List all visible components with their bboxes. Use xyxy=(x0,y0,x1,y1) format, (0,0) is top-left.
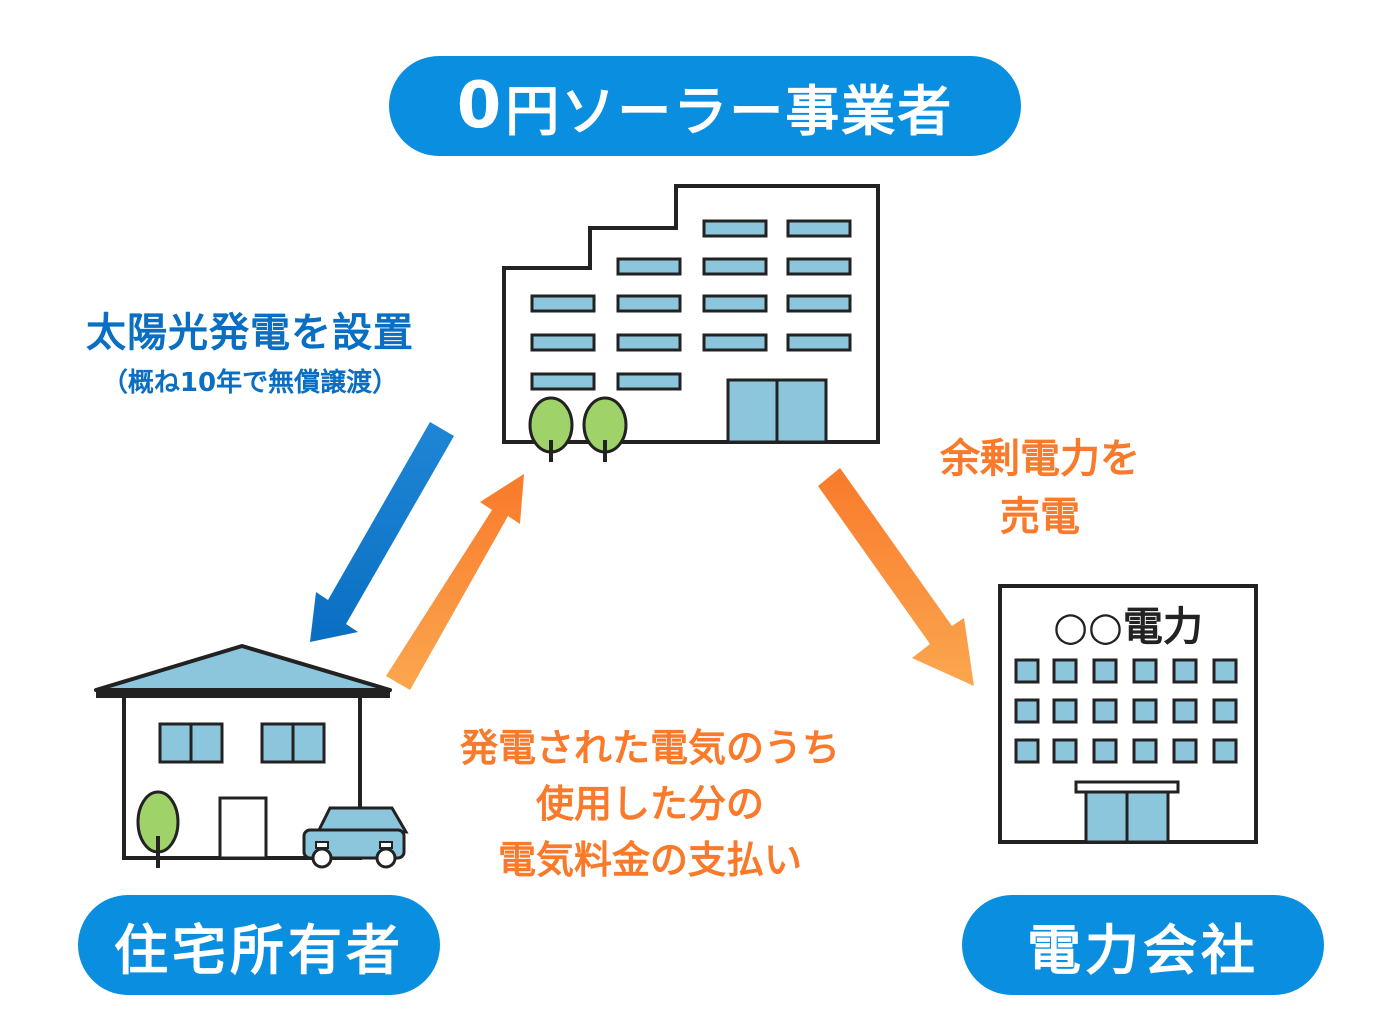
solar-company-building-icon xyxy=(502,184,880,462)
install-subcaption: （概ね10年で無償譲渡） xyxy=(101,368,399,398)
tree-icon xyxy=(136,790,180,868)
homeowner-label: 住宅所有者 xyxy=(78,895,440,995)
tree-icon xyxy=(582,396,628,462)
power-company-building-icon: ○○電力 xyxy=(998,584,1258,844)
sell-caption-line: 余剰電力を xyxy=(940,436,1140,482)
solar-company-label-zero: 0 xyxy=(456,69,504,143)
payment-caption-line: 電気料金の支払い xyxy=(497,838,802,882)
sell-arrow-icon xyxy=(818,468,974,686)
solar-company-label: 0 円ソーラー事業者 xyxy=(389,56,1021,156)
payment-caption-line: 使用した分の xyxy=(535,782,764,826)
install-caption: 太陽光発電を設置 xyxy=(86,310,414,356)
solar-company-label-text: 円ソーラー事業者 xyxy=(505,79,954,143)
car-icon xyxy=(302,806,409,869)
sell-caption-line: 売電 xyxy=(1000,494,1080,540)
power-company-sign: ○○電力 xyxy=(1053,604,1203,650)
sell-caption: 余剰電力を 売電 xyxy=(900,430,1180,546)
payment-caption-line: 発電された電気のうち xyxy=(459,726,840,770)
payment-arrow-icon xyxy=(386,474,524,690)
install-arrow-icon xyxy=(310,422,454,642)
power-company-label: 電力会社 xyxy=(962,895,1324,995)
payment-caption: 発電された電気のうち 使用した分の 電気料金の支払い xyxy=(430,720,870,888)
tree-icon xyxy=(528,396,574,462)
